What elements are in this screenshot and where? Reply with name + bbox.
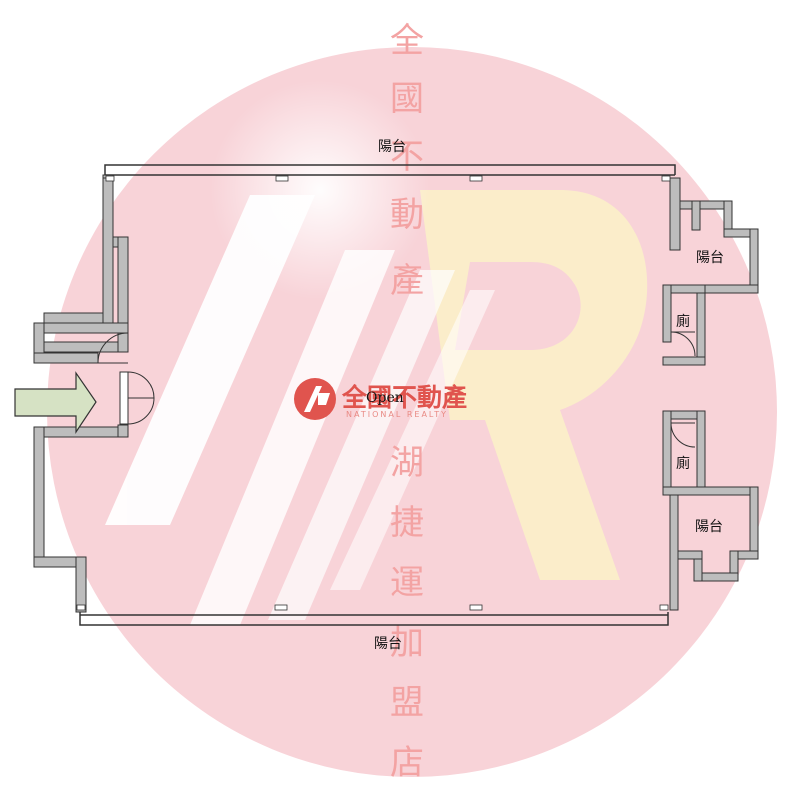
left-wall-lower-e (117, 424, 129, 438)
watermark-char: 運 (390, 563, 424, 603)
balcony-bottom (79, 612, 669, 626)
watermark-glow (210, 80, 430, 300)
left-wall-upper-b (117, 236, 129, 353)
watermark-char: 不 (390, 137, 424, 177)
left-wall-lower-a (33, 426, 129, 438)
label-balcony-right-upper: 陽台 (696, 250, 724, 266)
window-markers (76, 175, 671, 611)
entrance-door-icon (97, 332, 155, 425)
watermark-char: 全 (390, 21, 424, 61)
toilet-upper-door-icon (670, 331, 696, 357)
floor-plan: 陽台 陽台 陽台 陽台 廁 廁 Open (14, 139, 759, 652)
balcony-top (104, 164, 676, 176)
label-toilet-lower: 廁 (676, 455, 690, 472)
entrance-arrow-icon (14, 371, 97, 434)
label-toilet-upper: 廁 (676, 313, 690, 330)
left-wall-lower-d (75, 556, 87, 613)
label-main-space: Open (366, 390, 404, 406)
logo-english-text: NATIONAL REALTY (346, 410, 448, 419)
watermark-char: 動 (390, 195, 424, 235)
left-wall-upper-e (33, 352, 99, 364)
left-wall-lower-b (33, 426, 45, 568)
watermark-char: 湖 (390, 443, 424, 483)
watermark-r-logo-icon (420, 190, 648, 580)
watermark-char: 店 (390, 743, 424, 783)
left-wall-upper-a (102, 177, 114, 324)
watermark-char: 捷 (390, 503, 424, 543)
watermark-char: 盟 (390, 683, 424, 723)
label-balcony-top: 陽台 (378, 139, 406, 155)
label-balcony-bottom: 陽台 (374, 636, 402, 652)
toilet-lower-door-icon (670, 422, 696, 448)
left-wall-upper-c (33, 322, 129, 334)
watermark-logo: 全國不動產 NATIONAL REALTY (294, 378, 467, 420)
label-balcony-right-lower: 陽台 (695, 519, 723, 535)
watermark-char: 國 (390, 79, 424, 119)
right-lower-unit (662, 410, 759, 611)
watermark-char: 產 (390, 261, 424, 301)
right-upper-unit (662, 177, 759, 366)
watermark-light-streaks (105, 195, 495, 625)
watermark-char: 加 (390, 623, 424, 663)
logo-chinese-text: 全國不動產 (341, 383, 467, 412)
